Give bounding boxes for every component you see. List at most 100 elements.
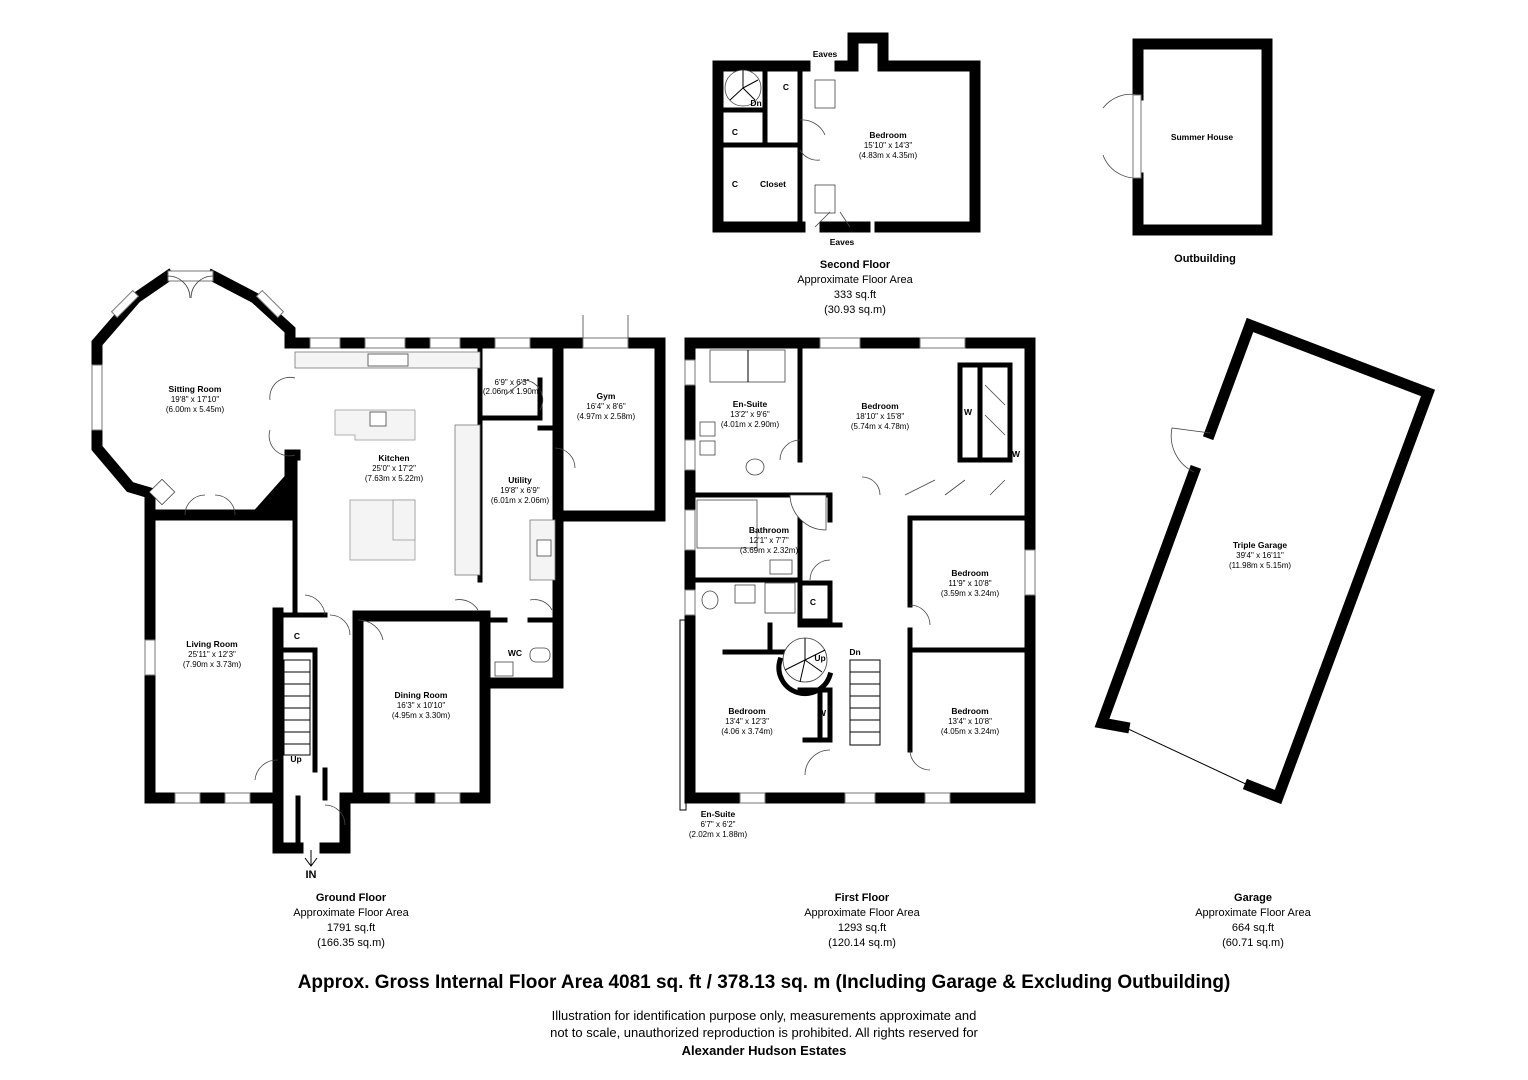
- spiral-stair-treads: [784, 638, 826, 683]
- ff-window-4: [684, 589, 696, 616]
- ff-window-2: [684, 439, 696, 471]
- hall-walls: [275, 612, 328, 773]
- ground-floor-title: Ground Floor: [316, 892, 387, 904]
- ground-cupboard-label: C: [294, 631, 300, 641]
- disclaimer-line-1: Illustration for identification purpose …: [552, 1008, 977, 1023]
- bathroom-bath: [696, 499, 758, 549]
- sitting-room-door-swing: [167, 275, 214, 299]
- bedroom-3-imperial: 13'4" x 12'3": [725, 717, 769, 726]
- ensuite-2-outline: [679, 619, 687, 811]
- bathroom-imperial: 12'1" x 7'7": [749, 536, 789, 545]
- bedroom-2-imperial: 11'9" x 10'8": [948, 579, 991, 588]
- second-floor-title: Second Floor: [820, 259, 891, 271]
- second-floor-inner-walls: [722, 63, 803, 230]
- small-markers: C WC Up IN W W C Up Dn W Eaves Eaves Dn …: [290, 49, 1021, 881]
- gym-utility-wall: [537, 422, 563, 443]
- ensuite-1-name: En-Suite: [733, 399, 768, 409]
- dining-room-imperial: 16'3" x 10'10": [397, 701, 445, 710]
- ensuite-basin-2: [699, 440, 716, 456]
- garage-imperial: 39'4" x 16'11": [1236, 551, 1284, 560]
- ground-floor-sqft: 1791 sq.ft: [327, 922, 375, 934]
- first-floor-stair-treads: [850, 671, 880, 733]
- sitting-room-stove: [148, 478, 176, 506]
- living-room-window: [144, 639, 156, 676]
- ground-floor-plan: [91, 268, 666, 867]
- sitting-room-chimney: [250, 470, 290, 515]
- sitting-living-double-door: [184, 494, 236, 516]
- top-bedroom-name: Bedroom: [869, 130, 907, 140]
- closet-label: Closet: [760, 179, 786, 189]
- kitchen-sink: [367, 353, 409, 367]
- ff-wardrobe-label: W: [818, 708, 827, 718]
- sf-cupboard-label-1: C: [783, 82, 789, 92]
- gross-area-heading: Approx. Gross Internal Floor Area 4081 s…: [298, 972, 1231, 993]
- gym-imperial: 16'4" x 8'6": [586, 402, 626, 411]
- store-door-swing: [504, 379, 544, 411]
- bedroom-2-metric: (3.59m x 3.24m): [941, 589, 1000, 598]
- porch-door-swings: [254, 759, 346, 826]
- ff-window-6: [919, 337, 966, 349]
- top-bedroom-metric: (4.83m x 4.35m): [859, 151, 918, 160]
- first-floor-sqm: (120.14 sq.m): [828, 937, 896, 949]
- ff-window-5: [819, 337, 861, 349]
- first-floor-plan: [679, 337, 1036, 811]
- hall-doors: [304, 594, 351, 636]
- gym-metric: (4.97m x 2.58m): [577, 412, 636, 421]
- wc-toilet: [529, 647, 551, 663]
- ensuite-toilet: [745, 458, 765, 476]
- living-room-window-2: [174, 792, 201, 804]
- summer-house-walls: [1132, 38, 1273, 236]
- garage-metric: (11.98m x 5.15m): [1229, 561, 1291, 570]
- utility-metric: (6.01m x 2.06m): [491, 496, 550, 505]
- ff-up-label: Up: [814, 653, 825, 663]
- spiral-stair-wall: [776, 656, 834, 697]
- wardrobe-label-2: W: [1012, 449, 1021, 459]
- living-room-window-3: [224, 792, 251, 804]
- footer: Approx. Gross Internal Floor Area 4081 s…: [298, 972, 1231, 1058]
- bedroom-4-imperial: 13'4" x 10'8": [948, 717, 992, 726]
- summer-house-opening: [1132, 94, 1142, 179]
- dining-room-metric: (4.95m x 3.30m): [392, 711, 451, 720]
- ff-window-7: [1024, 549, 1036, 596]
- porch-walls: [272, 792, 364, 854]
- ground-floor-subtitle: Approximate Floor Area: [293, 907, 409, 919]
- roof-light-top: [814, 79, 836, 109]
- garage-side-door: [1170, 427, 1211, 473]
- utility-name: Utility: [508, 475, 532, 485]
- ground-up-label: Up: [290, 754, 301, 764]
- bathroom-name: Bathroom: [749, 525, 790, 535]
- second-floor-subtitle: Approximate Floor Area: [797, 274, 913, 286]
- ff-cupboard-label: C: [810, 597, 816, 607]
- porch-inner-walls: [295, 767, 328, 851]
- kitchen-hob: [369, 411, 387, 427]
- store-walls: [477, 377, 543, 421]
- ground-floor-sqm: (166.35 sq.m): [317, 937, 385, 949]
- dining-room-name: Dining Room: [395, 690, 448, 700]
- kitchen-window-2: [364, 337, 406, 349]
- hall-door-swings: [454, 599, 553, 611]
- ground-stair-treads: [284, 671, 310, 745]
- second-floor-stair-treads: [729, 70, 759, 101]
- ensuite-2-metric: (2.02m x 1.88m): [689, 830, 748, 839]
- ensuite-basin-1: [699, 421, 716, 437]
- top-bedroom-imperial: 15'10" x 14'3": [864, 141, 912, 150]
- bedroom-2-name: Bedroom: [951, 568, 989, 578]
- garage-name: Triple Garage: [1233, 540, 1288, 550]
- roof-light-bottom: [814, 184, 836, 214]
- disclaimer-line-2: not to scale, unauthorized reproduction …: [550, 1025, 978, 1040]
- ff-inner-walls-1: [687, 340, 833, 583]
- second-floor-sqm: (30.93 sq.m): [824, 304, 886, 316]
- sf-cupboard-label-3: C: [732, 179, 738, 189]
- ensuite-2-toilet: [701, 590, 719, 610]
- garage-walls: [1094, 317, 1436, 805]
- first-floor-title: First Floor: [835, 892, 890, 904]
- second-floor-sqft: 333 sq.ft: [834, 289, 876, 301]
- sf-cupboard-label-2: C: [732, 127, 738, 137]
- ff-window-8: [739, 792, 766, 804]
- store-window: [494, 337, 531, 349]
- sitting-kitchen-doors: [268, 376, 296, 457]
- wc-basin: [494, 661, 514, 677]
- first-floor-subtitle: Approximate Floor Area: [804, 907, 920, 919]
- wardrobe-door-lines: [984, 384, 1006, 436]
- sitting-room-window-2: [110, 289, 140, 319]
